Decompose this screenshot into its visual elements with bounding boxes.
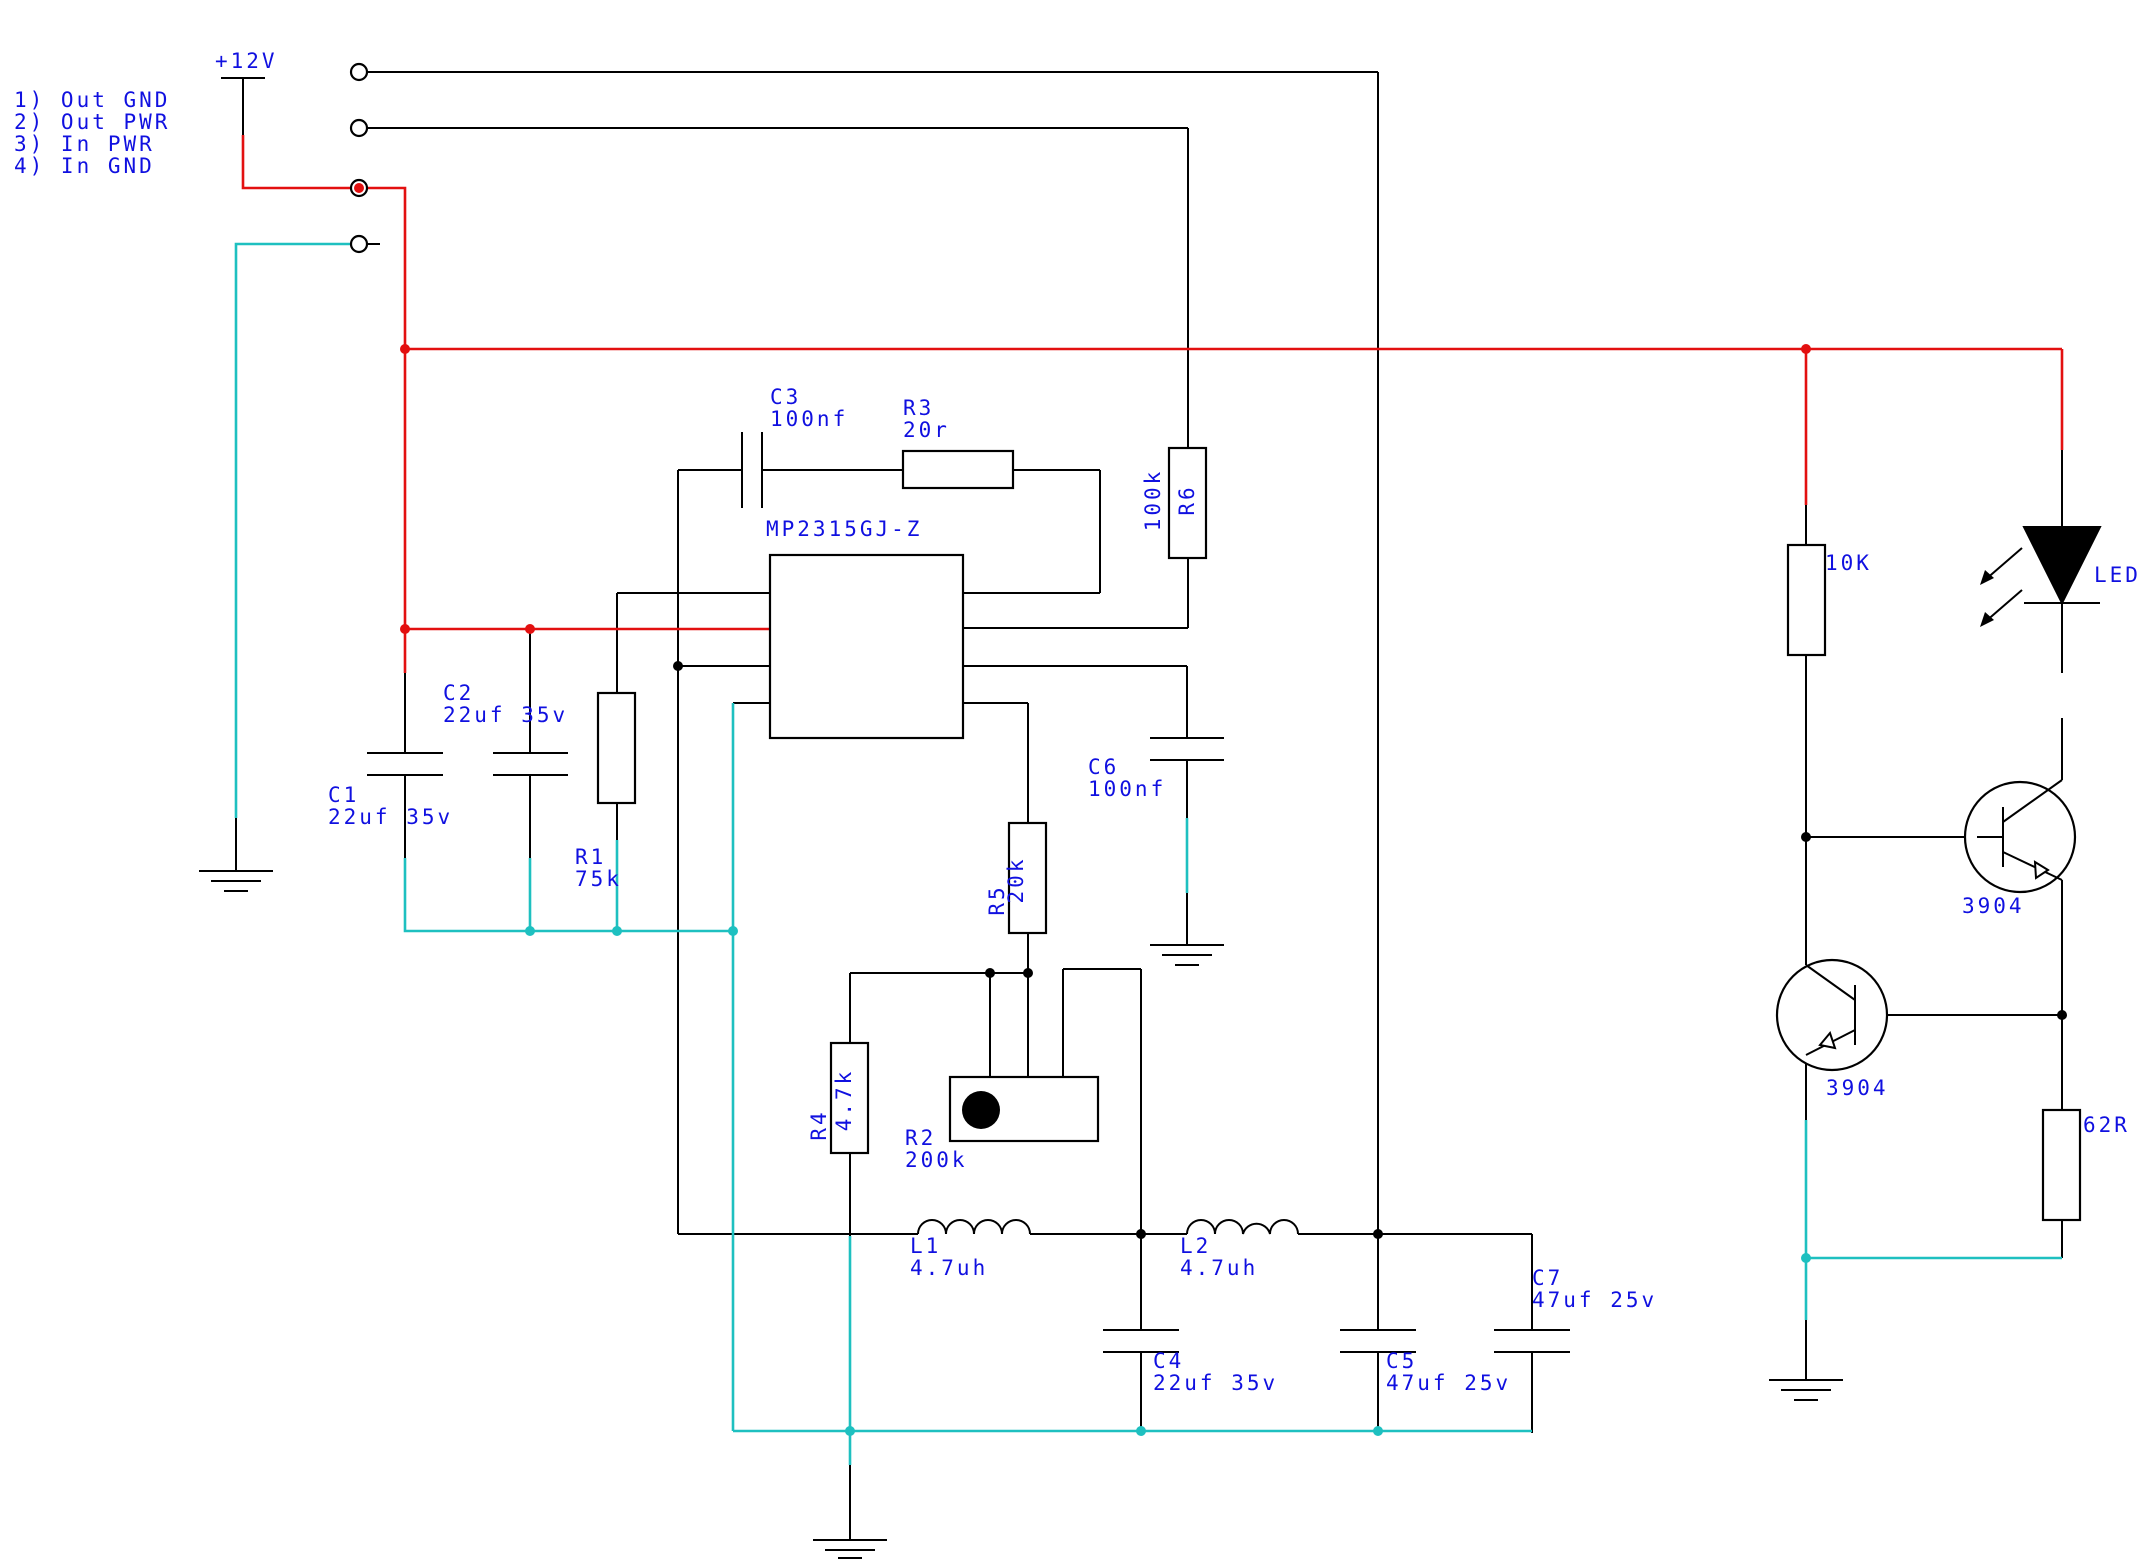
junction-dots [400,344,2067,1436]
r2-potentiometer [948,1075,1100,1143]
c3-ref: C3 [770,385,801,409]
c4-symbol [1103,1329,1179,1353]
r3-body [901,449,1015,490]
r1-ref: R1 [575,845,606,869]
r6-body [1167,446,1208,560]
r2-ref: R2 [905,1126,936,1150]
r5-ref: R5 [985,884,1009,915]
r4-body [829,1041,870,1155]
r1-body [596,691,637,805]
ground-symbol-input [199,870,273,892]
signal-wires [235,71,2063,1540]
l2-value: 4.7uh [1180,1256,1258,1280]
ic-name-label: MP2315GJ-Z [766,517,922,541]
q1-label: 3904 [1962,894,2025,918]
led-label: LED [2094,563,2141,587]
pin-label-2: 2) Out PWR [14,110,170,134]
r10k-body [1786,543,1827,657]
c7-ref: C7 [1532,1266,1563,1290]
r6-value: 100k [1141,469,1165,532]
terminal-1 [349,62,369,82]
c5-symbol [1340,1329,1416,1353]
connector-terminals [349,62,369,254]
c1-symbol [367,752,443,776]
pin-label-1: 1) Out GND [14,88,170,112]
l1-ref: L1 [910,1234,941,1258]
r62-label: 62R [2083,1113,2130,1137]
l2-coil [1186,1219,1299,1235]
led-symbol [1980,450,2102,627]
r1-value: 75k [575,867,622,891]
ground-symbol-led [1769,1379,1843,1401]
c3-value: 100nf [770,407,848,431]
c3-symbol [741,432,763,508]
c2-symbol [493,752,568,776]
pin-label-3: 3) In PWR [14,132,155,156]
r3-ref: R3 [903,396,934,420]
ground-wires [234,242,2062,1465]
q1-transistor [1963,779,2077,894]
r6-ref: R6 [1175,484,1199,515]
c6-value: 100nf [1088,777,1166,801]
r5-value: 20k [1004,857,1028,904]
c6-symbol [1150,737,1224,761]
c5-ref: C5 [1386,1349,1417,1373]
labels: +12V 1) Out GND 2) Out PWR 3) In PWR 4) … [14,49,2141,1395]
c2-ref: C2 [443,681,474,705]
terminal-2 [349,118,369,138]
ground-symbols [199,870,1843,1559]
power-wires [241,135,2064,673]
l1-coil [917,1219,1031,1235]
c2-value: 22uf 35v [443,703,568,727]
q2-transistor [1775,905,1889,1072]
c6-ref: C6 [1088,755,1119,779]
c4-ref: C4 [1153,1349,1184,1373]
r4-value: 4.7k [832,1069,856,1132]
ground-symbol-main [813,1539,887,1559]
r4-ref: R4 [807,1109,831,1140]
q2-label: 3904 [1826,1076,1889,1100]
terminal-4 [349,234,369,254]
c7-symbol [1494,1329,1570,1353]
r62-body [2041,1108,2082,1222]
c1-value: 22uf 35v [328,805,453,829]
c7-value: 47uf 25v [1532,1288,1657,1312]
l2-ref: L2 [1180,1234,1211,1258]
r2-value: 200k [905,1148,968,1172]
c5-value: 47uf 25v [1386,1371,1511,1395]
c4-value: 22uf 35v [1153,1371,1278,1395]
c1-ref: C1 [328,783,359,807]
supply-label: +12V [215,49,278,73]
terminal-3-dot [354,183,364,193]
ic-body [768,553,965,740]
r5-body [1007,821,1048,935]
r10k-label: 10K [1825,551,1872,575]
ground-symbol-c6 [1150,944,1224,966]
capacitor-symbols [367,432,1570,1353]
resistor-symbols [596,446,2082,1222]
l1-value: 4.7uh [910,1256,988,1280]
r3-value: 20r [903,418,950,442]
pin-label-4: 4) In GND [14,154,155,178]
inductor-symbols [917,1219,1299,1235]
